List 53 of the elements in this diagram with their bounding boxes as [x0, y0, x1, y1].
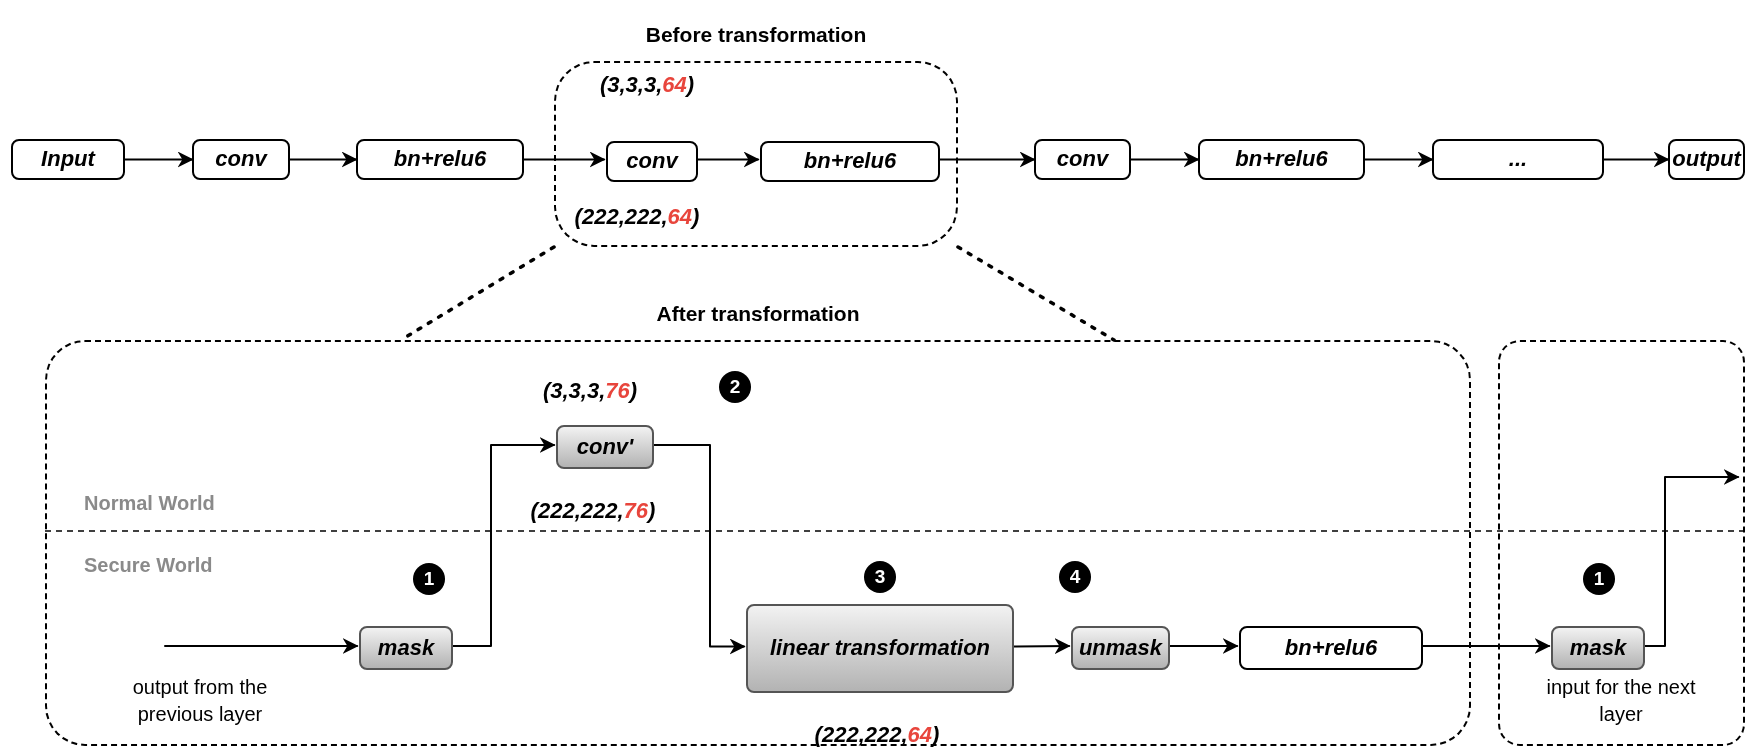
arrow [164, 638, 359, 654]
arrow [1364, 151, 1434, 168]
arrow [289, 151, 358, 168]
process-box [606, 141, 698, 182]
box-label: conv [214, 146, 269, 173]
group-heading: Before transformation [644, 22, 868, 48]
step-number-badge: 2 [719, 371, 751, 403]
process-box [192, 139, 290, 180]
box-label: mask [1568, 634, 1628, 662]
step-number-badge: 3 [864, 561, 896, 593]
process-box [1198, 139, 1365, 180]
box-label: bn+relu6 [1283, 634, 1379, 662]
process-box [1239, 626, 1423, 670]
box-label: conv [625, 148, 680, 175]
masked-process-box [359, 626, 453, 670]
tensor-shape-label: (222,222,76) [529, 497, 657, 525]
process-box [760, 141, 940, 182]
masked-process-box [556, 425, 654, 469]
box-label: conv [1055, 146, 1110, 173]
box-label: ... [1507, 146, 1529, 173]
step-number-badge: 1 [1583, 563, 1615, 595]
masked-process-box [1551, 626, 1645, 670]
box-label: conv' [575, 433, 635, 461]
world-label: Secure World [84, 553, 213, 578]
tensor-shape-label: (3,3,3,76) [541, 377, 639, 405]
tensor-shape-label: (222,222,64) [573, 203, 701, 231]
process-box [11, 139, 125, 180]
note-text: input for the next layer [1546, 675, 1696, 727]
step-number-badge: 1 [413, 563, 445, 595]
arrow [1130, 151, 1200, 168]
box-label: Input [40, 146, 97, 173]
box-label: linear transformation [768, 635, 991, 662]
world-label: Normal World [84, 491, 215, 516]
masked-process-box [746, 604, 1014, 693]
process-box [356, 139, 524, 180]
arrow [523, 151, 606, 168]
step-number-badge: 4 [1059, 561, 1091, 593]
process-box [1432, 139, 1604, 180]
arrow [124, 151, 194, 168]
process-box [1668, 139, 1745, 180]
box-label: bn+relu6 [392, 146, 488, 173]
process-box [1034, 139, 1131, 180]
group-heading: After transformation [655, 301, 861, 327]
box-label: mask [376, 634, 436, 662]
box-label: output [1671, 146, 1743, 173]
arrow [1603, 151, 1670, 168]
note-text: output from the previous layer [131, 675, 269, 727]
zoom-line [956, 245, 1116, 342]
box-label: bn+relu6 [1234, 146, 1329, 173]
tensor-shape-label: (3,3,3,64) [598, 71, 696, 99]
masked-process-box [1071, 626, 1170, 670]
box-label: unmask [1077, 634, 1164, 662]
box-label: bn+relu6 [802, 148, 898, 175]
